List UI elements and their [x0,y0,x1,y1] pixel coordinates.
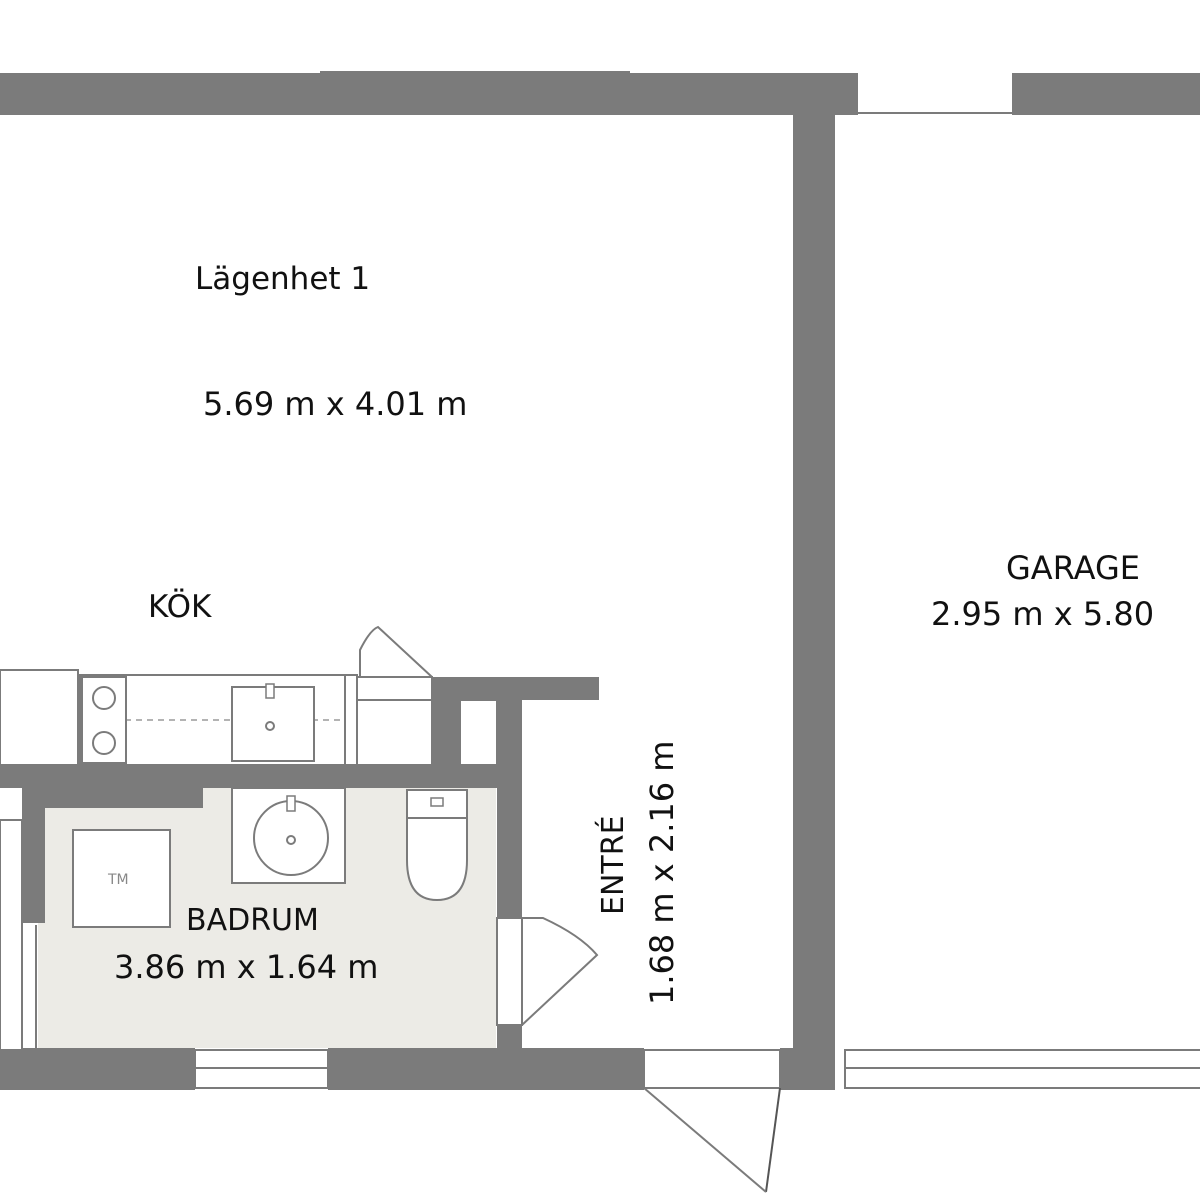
garage-name: GARAGE [1006,549,1140,587]
wall-kitchen-upper [432,677,599,700]
bottom-wall-left [0,1048,195,1090]
left-partition [0,819,23,1051]
wall-bathroom-top [0,765,522,788]
washing-machine-label: TM [107,872,129,888]
counter-end [344,674,358,766]
kitchen-faucet [265,683,275,699]
stove [81,676,127,764]
toilet-bowl [406,817,468,902]
toilet-button [430,797,444,807]
kitchen-drain [265,721,275,731]
garage-size: 2.95 m x 5.80 [931,595,1154,633]
closet [356,699,433,766]
wall-entrance-right [497,700,522,918]
garage-divider-wall [793,115,835,1090]
apartment-size: 5.69 m x 4.01 m [203,385,467,423]
wall-bathroom-left [22,788,45,923]
washing-machine [72,829,171,928]
bathroom-drain [286,835,296,845]
bathroom-door-swing [521,917,599,1026]
entrance-door-frame [643,1049,781,1089]
wall-bathroom-left-notch [45,788,203,808]
entrance-closet [459,699,498,766]
wall-entrance-right-lower [497,1025,522,1050]
kitchen-name: KÖK [148,588,212,625]
entrance-name: ENTRÉ [595,815,631,915]
bathroom-size: 3.86 m x 1.64 m [114,948,378,986]
bottom-wall-middle [328,1048,644,1090]
bathroom-sink-bowl [253,800,329,876]
entrance-door-swing [643,1087,767,1193]
bathroom-faucet [286,795,296,812]
closet-door-swing [359,625,433,678]
bathroom-door-frame [496,917,523,1026]
bottom-wall-right [780,1048,835,1090]
apartment-name: Lägenhet 1 [195,261,370,297]
top-wall-right [1012,73,1200,115]
top-wall-left [0,73,858,115]
stove-burner-top [92,686,116,710]
fridge-box [0,669,79,766]
wall-entrance-left-stub [432,700,460,765]
closet-door-frame [356,676,433,701]
bathroom-name: BADRUM [186,903,319,938]
entrance-door-leaf [765,1087,781,1193]
stove-burner-bottom [92,731,116,755]
entrance-size: 1.68 m x 2.16 m [643,741,681,1005]
